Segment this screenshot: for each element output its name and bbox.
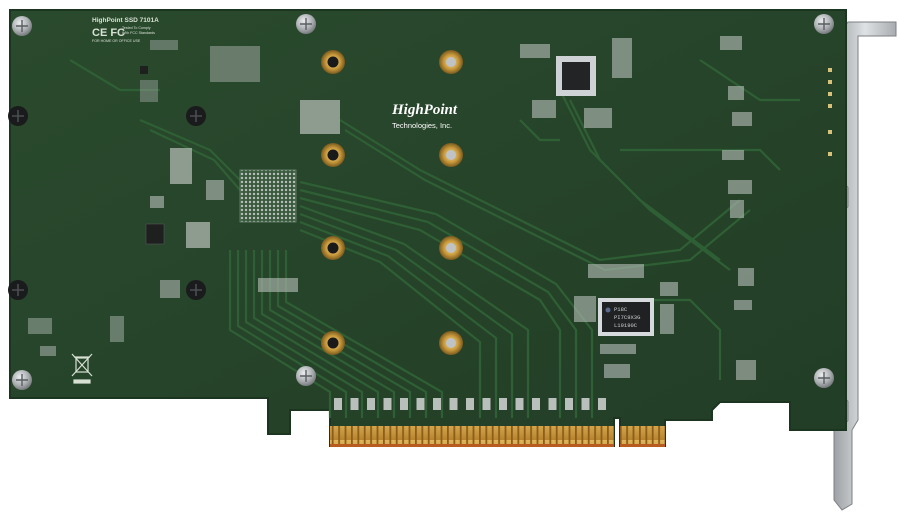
smd-pad (499, 398, 507, 410)
screw-icon (814, 14, 834, 34)
screw-icon (12, 16, 32, 36)
smd-pad (416, 398, 425, 410)
smd-pad (383, 398, 392, 410)
brand-name: HighPoint (391, 102, 458, 118)
compliance-line-2: With FCC Standards (122, 31, 155, 35)
weee-bin-icon (71, 353, 93, 384)
smd-pad (466, 398, 474, 410)
screw-icon (186, 280, 206, 300)
screw-icon (8, 106, 28, 126)
compliance-line-3: FOR HOME OR OFFICE USE (92, 39, 141, 43)
smd-pad (433, 398, 441, 410)
pcb-traces (69, 59, 800, 418)
smd-pad (482, 398, 491, 410)
chip-mark-2: PI7C9X3G (614, 314, 640, 321)
controller-chip: P18C PI7C9X3G L19190C (598, 298, 654, 336)
small-ic (145, 223, 165, 245)
screw-icon (296, 366, 316, 386)
status-leds (828, 68, 832, 156)
screw-icon (186, 106, 206, 126)
chip-mark-1: P18C (614, 306, 628, 313)
component-row (334, 398, 606, 410)
compliance-line-1: Tested To Comply (122, 26, 151, 30)
bga-chip (239, 169, 297, 223)
pcie-edge-connector (330, 426, 665, 447)
smd-components (28, 36, 756, 380)
chip-mark-3: L19190C (614, 322, 638, 329)
cert-logo: CE FC (92, 27, 125, 39)
smd-pad (565, 398, 573, 410)
silkscreen-header: HighPoint SSD 7101A CE FC Tested To Comp… (92, 17, 159, 43)
smd-pad (400, 398, 408, 410)
screw-icon (12, 370, 32, 390)
pcb-board (9, 9, 847, 447)
screw-icon (296, 14, 316, 34)
black-screws (8, 106, 206, 300)
smd-pad (449, 398, 458, 410)
m2-standoffs (321, 50, 463, 355)
screw-icon (8, 280, 28, 300)
smd-pad (515, 398, 524, 410)
smd-pad (598, 398, 606, 410)
smd-pad (350, 398, 359, 410)
brand-logo: HighPoint Technologies, Inc. (391, 102, 458, 130)
smd-pad (367, 398, 375, 410)
small-ic (140, 66, 148, 74)
brand-subtitle: Technologies, Inc. (392, 121, 452, 130)
qfp-chip (556, 56, 596, 96)
screw-icon (814, 368, 834, 388)
model-line: HighPoint SSD 7101A (92, 17, 159, 24)
smd-pad (334, 398, 342, 410)
smd-pad (532, 398, 540, 410)
smd-pad (548, 398, 557, 410)
smd-pad (581, 398, 590, 410)
silver-screws (12, 14, 834, 390)
